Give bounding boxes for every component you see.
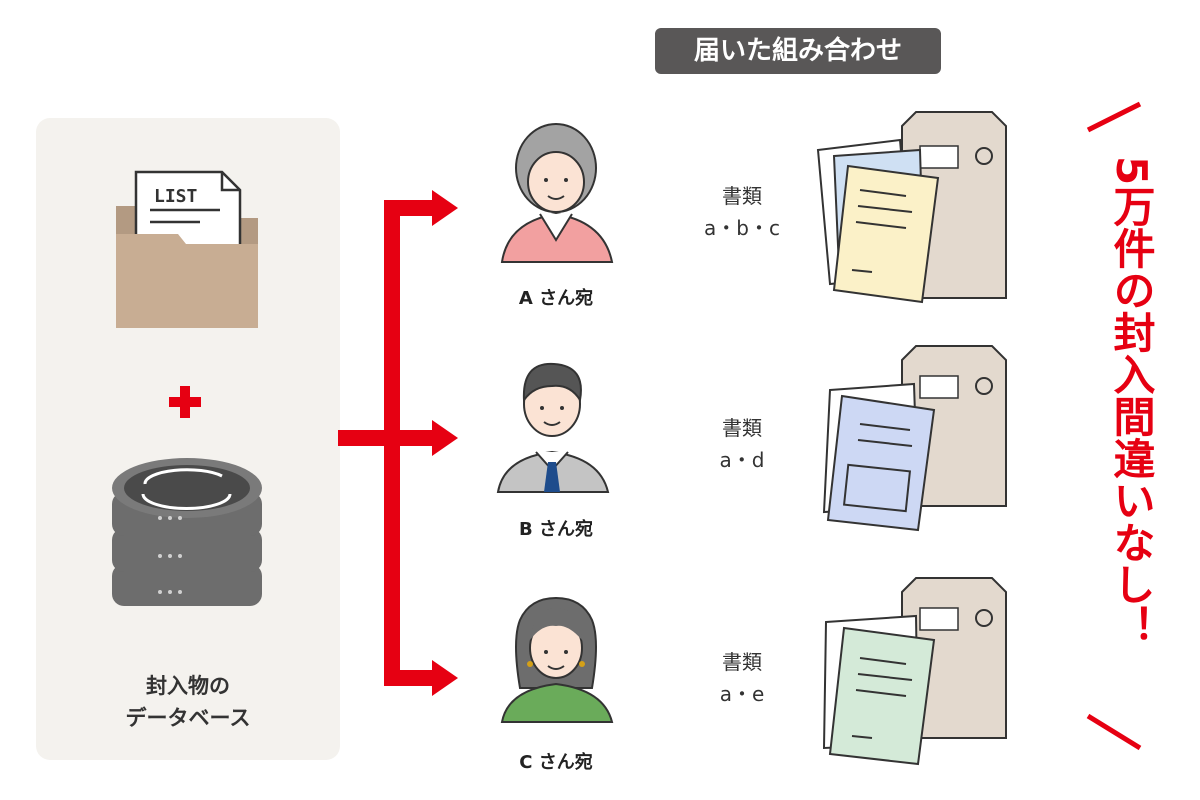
documents-icon-c xyxy=(822,614,936,766)
doc-label-b: 書類 a・d xyxy=(667,412,817,476)
documents-icon-b xyxy=(822,382,936,532)
envelope-icon-b xyxy=(901,345,1007,507)
person-b-avatar xyxy=(496,362,610,493)
slogan-text: 5万件の封入間違いなし！ xyxy=(1107,156,1156,648)
slogan-slash-bottom xyxy=(1086,713,1142,751)
list-tag: LIST xyxy=(154,186,198,207)
doc-items-c: a・e xyxy=(719,682,765,706)
doc-title-c: 書類 xyxy=(722,650,762,674)
envelope-icon-c xyxy=(901,577,1007,739)
person-label-c: C さん宛 xyxy=(519,752,593,773)
database-icon xyxy=(112,458,262,606)
doc-title-b: 書類 xyxy=(722,416,762,440)
documents-icon-a xyxy=(816,138,940,304)
person-label-b: B さん宛 xyxy=(519,519,593,540)
header-title: 届いた組み合わせ xyxy=(655,28,941,74)
person-a-avatar xyxy=(500,123,614,263)
person-c-avatar xyxy=(500,596,614,723)
slogan-slash-top xyxy=(1086,101,1142,133)
database-label-line1: 封入物の xyxy=(146,674,230,698)
person-label-a: A さん宛 xyxy=(518,288,594,309)
plus-icon xyxy=(169,386,201,418)
database-label: 封入物の データベース xyxy=(36,670,340,734)
doc-label-a: 書類 a・b・c xyxy=(667,180,817,244)
branch-arrows xyxy=(338,190,458,696)
folder-icon xyxy=(116,170,258,328)
database-label-line2: データベース xyxy=(125,706,251,730)
doc-items-a: a・b・c xyxy=(704,216,780,240)
doc-title-a: 書類 xyxy=(722,184,762,208)
doc-items-b: a・d xyxy=(719,448,765,472)
doc-label-c: 書類 a・e xyxy=(667,646,817,710)
